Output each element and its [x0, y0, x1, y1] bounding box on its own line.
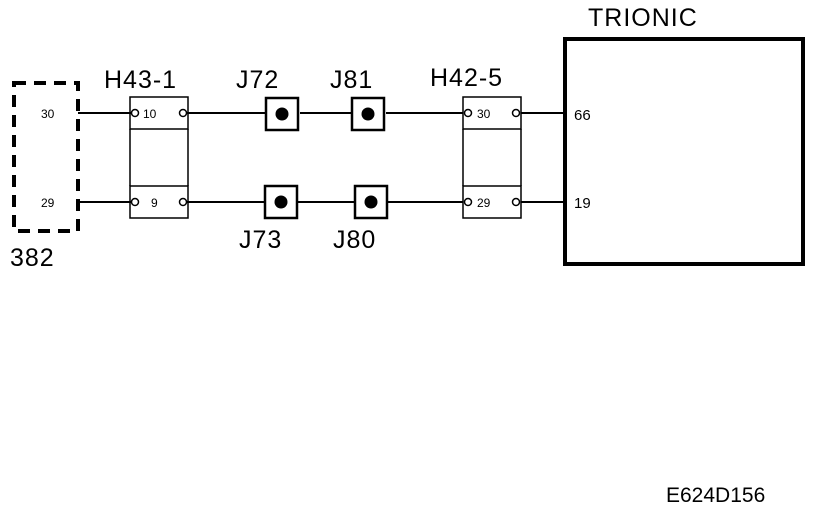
connector-h43-1-label: H43-1 — [104, 66, 177, 94]
connector-h42-5 — [462, 96, 522, 219]
connector-h42-5-pin-bottom: 29 — [477, 196, 491, 210]
splice-j80-label: J80 — [333, 226, 376, 254]
splice-j72 — [264, 96, 300, 132]
connector-382-label: 382 — [10, 244, 55, 272]
splice-j80 — [353, 184, 389, 220]
splice-j81 — [350, 96, 386, 132]
connector-h43-1-pin-bottom: 9 — [151, 196, 158, 210]
connector-h43-1 — [129, 96, 189, 219]
trionic-pin-19: 19 — [574, 195, 591, 212]
splice-j81-label: J81 — [330, 66, 373, 94]
connector-382-pin-top: 30 — [41, 107, 55, 121]
trionic-ecu-label: TRIONIC — [588, 4, 698, 32]
splice-j72-label: J72 — [236, 66, 279, 94]
connector-h42-5-label: H42-5 — [430, 64, 503, 92]
splice-j73-label: J73 — [239, 226, 282, 254]
connector-h42-5-pin-top: 30 — [477, 107, 491, 121]
trionic-ecu — [563, 37, 805, 266]
connector-h43-1-pin-top: 10 — [143, 107, 157, 121]
figure-reference: E624D156 — [666, 484, 765, 507]
connector-382: 30 29 382 — [10, 81, 80, 272]
connector-382-pin-bottom: 29 — [41, 196, 55, 210]
trionic-pin-66: 66 — [574, 107, 591, 124]
splice-j73 — [263, 184, 299, 220]
